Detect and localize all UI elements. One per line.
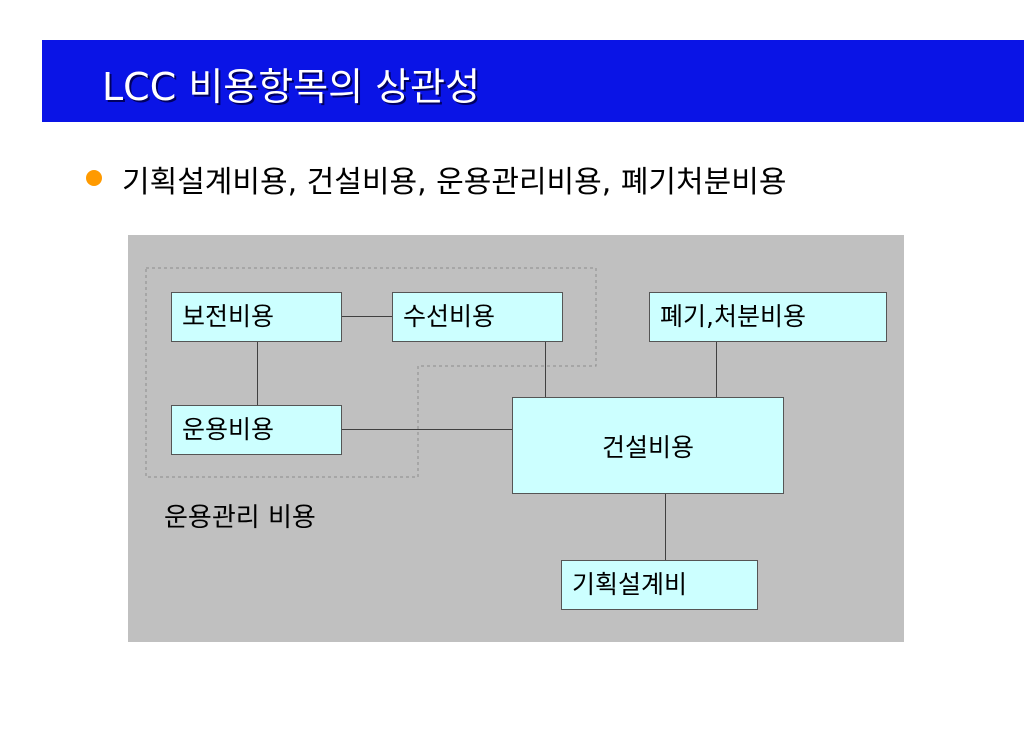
node-repair-cost: 수선비용	[392, 292, 563, 342]
node-preservation-cost: 보전비용	[171, 292, 342, 342]
node-operation-cost: 운용비용	[171, 405, 342, 455]
slide-title: LCC 비용항목의 상관성	[102, 65, 481, 109]
title-bar	[42, 40, 1024, 122]
connector-disposal-construction	[716, 342, 717, 397]
bullet-text: 기획설계비용, 건설비용, 운용관리비용, 폐기처분비용	[122, 165, 787, 200]
connector-construction-planning	[665, 494, 666, 560]
connector-preservation-repair	[342, 316, 392, 317]
connector-preservation-operation	[257, 342, 258, 405]
node-construction-cost: 건설비용	[512, 397, 784, 494]
connector-repair-construction	[545, 342, 546, 397]
diagram-panel: 보전비용 수선비용 폐기,처분비용 운용비용 건설비용 기획설계비 운용관리 비…	[128, 235, 904, 642]
connector-operation-construction	[342, 429, 512, 430]
bullet-dot	[86, 170, 102, 186]
node-planning-cost: 기획설계비	[561, 560, 758, 610]
operation-group-outline	[145, 267, 597, 478]
operation-group-label: 운용관리 비용	[164, 503, 316, 533]
node-disposal-cost: 폐기,처분비용	[649, 292, 887, 342]
